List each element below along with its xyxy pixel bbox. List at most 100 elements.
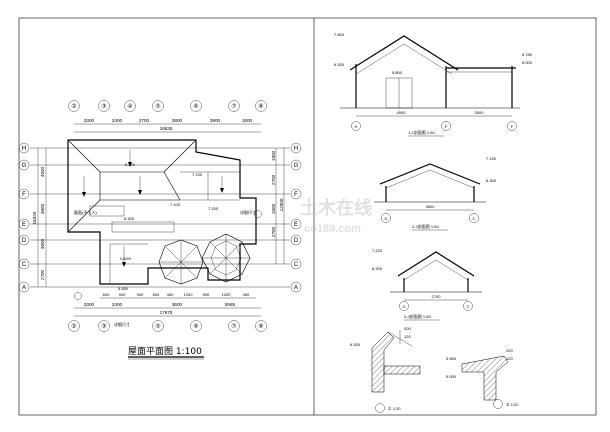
octagon-tower-left — [158, 239, 204, 285]
left-axis-column: H G F E D C A — [18, 142, 30, 293]
left-axis-label: H — [22, 146, 26, 152]
level-label: 5.800 — [392, 70, 403, 75]
roof-note: 屋面(不上人) — [74, 209, 97, 215]
bottom-axis-label: ⑧ — [258, 323, 263, 330]
dim-text: 3900 — [210, 118, 221, 123]
dim-text: 120 — [404, 334, 411, 339]
level-label: 7.150 — [208, 206, 219, 211]
octagon-tower-right — [201, 233, 251, 283]
top-axis-label: ② — [71, 103, 76, 110]
section-axis-label: C — [473, 216, 476, 221]
slope-arrows — [82, 150, 224, 267]
dim-total-text: 12900 — [279, 198, 284, 211]
detail-callout — [74, 292, 82, 300]
section-title: 3-3剖面图 1:50 — [404, 313, 431, 319]
right-axis-label: E — [294, 222, 298, 228]
detail-label: ① 1:20 — [388, 406, 401, 411]
dim-text: 1500 — [271, 203, 276, 214]
detail-callout — [254, 210, 262, 218]
detail-1: 6.300 200 120 ① 1:20 — [350, 326, 421, 413]
dim-text: 2700 — [139, 118, 150, 123]
right-axis-label: C — [294, 262, 299, 268]
level-label: 7.150 — [486, 156, 497, 161]
detail-label: ② 1:20 — [506, 402, 519, 407]
right-axis-label: D — [294, 238, 299, 244]
section-axis-label: D — [385, 216, 388, 221]
stair-note: 详细尺寸 — [240, 209, 256, 215]
dim-text: 2400 — [112, 118, 123, 123]
left-axis-label: F — [22, 192, 26, 198]
left-axis-label: A — [22, 285, 26, 291]
dim-text: 4500 — [397, 110, 407, 115]
left-axis-label: D — [22, 238, 27, 244]
bottom-axis-label: ⑤ — [155, 323, 160, 330]
dim-text: 450 — [167, 292, 174, 297]
detail-2: 5.550 5.050 200 120 ② 1:20 — [446, 348, 519, 409]
level-label: 7.220 — [372, 248, 383, 253]
top-axis-label: ⑤ — [155, 103, 160, 110]
right-axis-label: H — [294, 146, 298, 152]
bottom-dimension-chain: 3300 2400 3600 5585 17675 — [74, 302, 261, 317]
level-label: 6.300 — [350, 342, 361, 347]
level-label: 6.780 — [522, 52, 533, 57]
dim-text: 2700 — [271, 226, 276, 237]
top-axis-label: ③ — [101, 103, 106, 110]
dim-text: 3600 — [172, 302, 183, 307]
level-label: 6.300 — [125, 162, 136, 167]
dim-text: 200 — [506, 348, 513, 353]
dim-total-text: 17675 — [160, 310, 173, 315]
plan-title: 屋面平面图 1:100 — [128, 346, 202, 357]
left-axis-label: C — [22, 262, 27, 268]
dim-text: 600 — [153, 292, 160, 297]
level-label: 7.800 — [334, 32, 345, 37]
dim-text: 3800 — [172, 118, 183, 123]
left-axis-label: E — [22, 222, 26, 228]
top-axis-label: ⑦ — [231, 103, 236, 110]
level-label: 6.300 — [372, 266, 383, 271]
dim-text: 120 — [506, 356, 513, 361]
level-label: 5.550 — [446, 356, 457, 361]
right-axis-label: A — [294, 285, 298, 291]
level-label: 7.150 — [192, 172, 203, 177]
level-label: 6.300 — [486, 178, 497, 183]
section-2-2: 7.150 6.300 3600 D C 2-2剖面图 1:50 — [374, 156, 497, 231]
dim-text: 3000 — [475, 110, 485, 115]
dim-text: 1800 — [242, 118, 253, 123]
watermark: 土木在线 co188.com — [300, 197, 372, 235]
dim-total-text: 18635 — [160, 126, 173, 131]
dim-text: 900 — [137, 292, 144, 297]
level-label: 6.000 — [522, 60, 533, 65]
left-axis-label: G — [22, 163, 27, 169]
right-dimension-chain: 1800 2700 1500 2700 12900 — [271, 148, 285, 264]
dim-text: 1200 — [222, 292, 232, 297]
dim-text: 3300 — [84, 302, 95, 307]
top-axis-label: ⑥ — [193, 103, 198, 110]
dim-text: 4500 — [40, 166, 45, 177]
sheet-border — [18, 17, 597, 416]
level-label: 5.050 — [446, 374, 457, 379]
dim-text: 900 — [119, 292, 126, 297]
section-axis-label: C — [467, 304, 470, 309]
bottom-axis-label: ② — [71, 323, 76, 330]
level-label: 7.100 — [170, 202, 181, 207]
level-label: 8.300 — [124, 216, 135, 221]
level-label: 6.300 — [334, 62, 345, 67]
section-axis-label: G — [402, 304, 405, 309]
dim-text: 3600 — [426, 204, 436, 209]
section-3-3: 7.220 6.300 2700 G C 3-3剖面图 1:50 — [372, 248, 482, 321]
dim-text: 3300 — [84, 118, 95, 123]
stair-note: 详细尺寸 — [114, 321, 130, 327]
dim-text: 2700 — [40, 269, 45, 280]
dim-text: 900 — [203, 292, 210, 297]
axis-grid — [30, 147, 290, 288]
section-axis-label: H — [355, 124, 358, 129]
dim-text: 2700 — [432, 294, 442, 299]
watermark-url: co188.com — [304, 223, 361, 235]
section-axis-label: F — [511, 124, 514, 129]
slope-label: i=50% — [120, 256, 132, 261]
top-axis-row: ② ③ ④ ⑤ ⑥ ⑦ ⑧ — [68, 100, 267, 112]
roof-outline — [67, 139, 257, 285]
top-axis-label: ⑧ — [258, 103, 263, 110]
dim-text: 1200 — [184, 292, 194, 297]
bottom-axis-row: ② ③ ⑤ ⑥ ⑦ ⑧ — [68, 320, 267, 332]
